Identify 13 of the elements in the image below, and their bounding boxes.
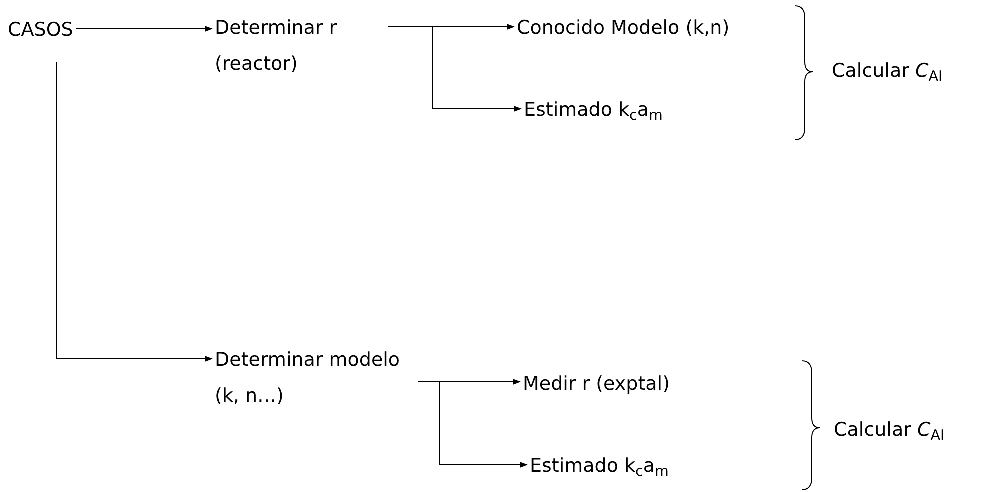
arrow — [418, 382, 528, 468]
node-label: CASOS — [8, 12, 74, 48]
node-label: Medir r (exptal) — [523, 366, 670, 402]
arrow — [56, 62, 213, 362]
result-label: Calcular C$_{AI}$ — [832, 53, 943, 89]
arrow — [388, 26, 522, 112]
node-label: Conocido Modelo (k,n) — [517, 10, 730, 46]
arrow — [76, 26, 213, 32]
node-label: Estimado k$_{c}$a$_{m}$ — [524, 92, 663, 128]
result-label: Calcular C$_{AI}$ — [834, 412, 945, 448]
node-label: Determinar modelo (k, n…) — [215, 342, 415, 414]
node-label: Determinar r (reactor) — [215, 10, 385, 82]
node-label: Estimado k$_{c}$a$_{m}$ — [530, 448, 669, 484]
